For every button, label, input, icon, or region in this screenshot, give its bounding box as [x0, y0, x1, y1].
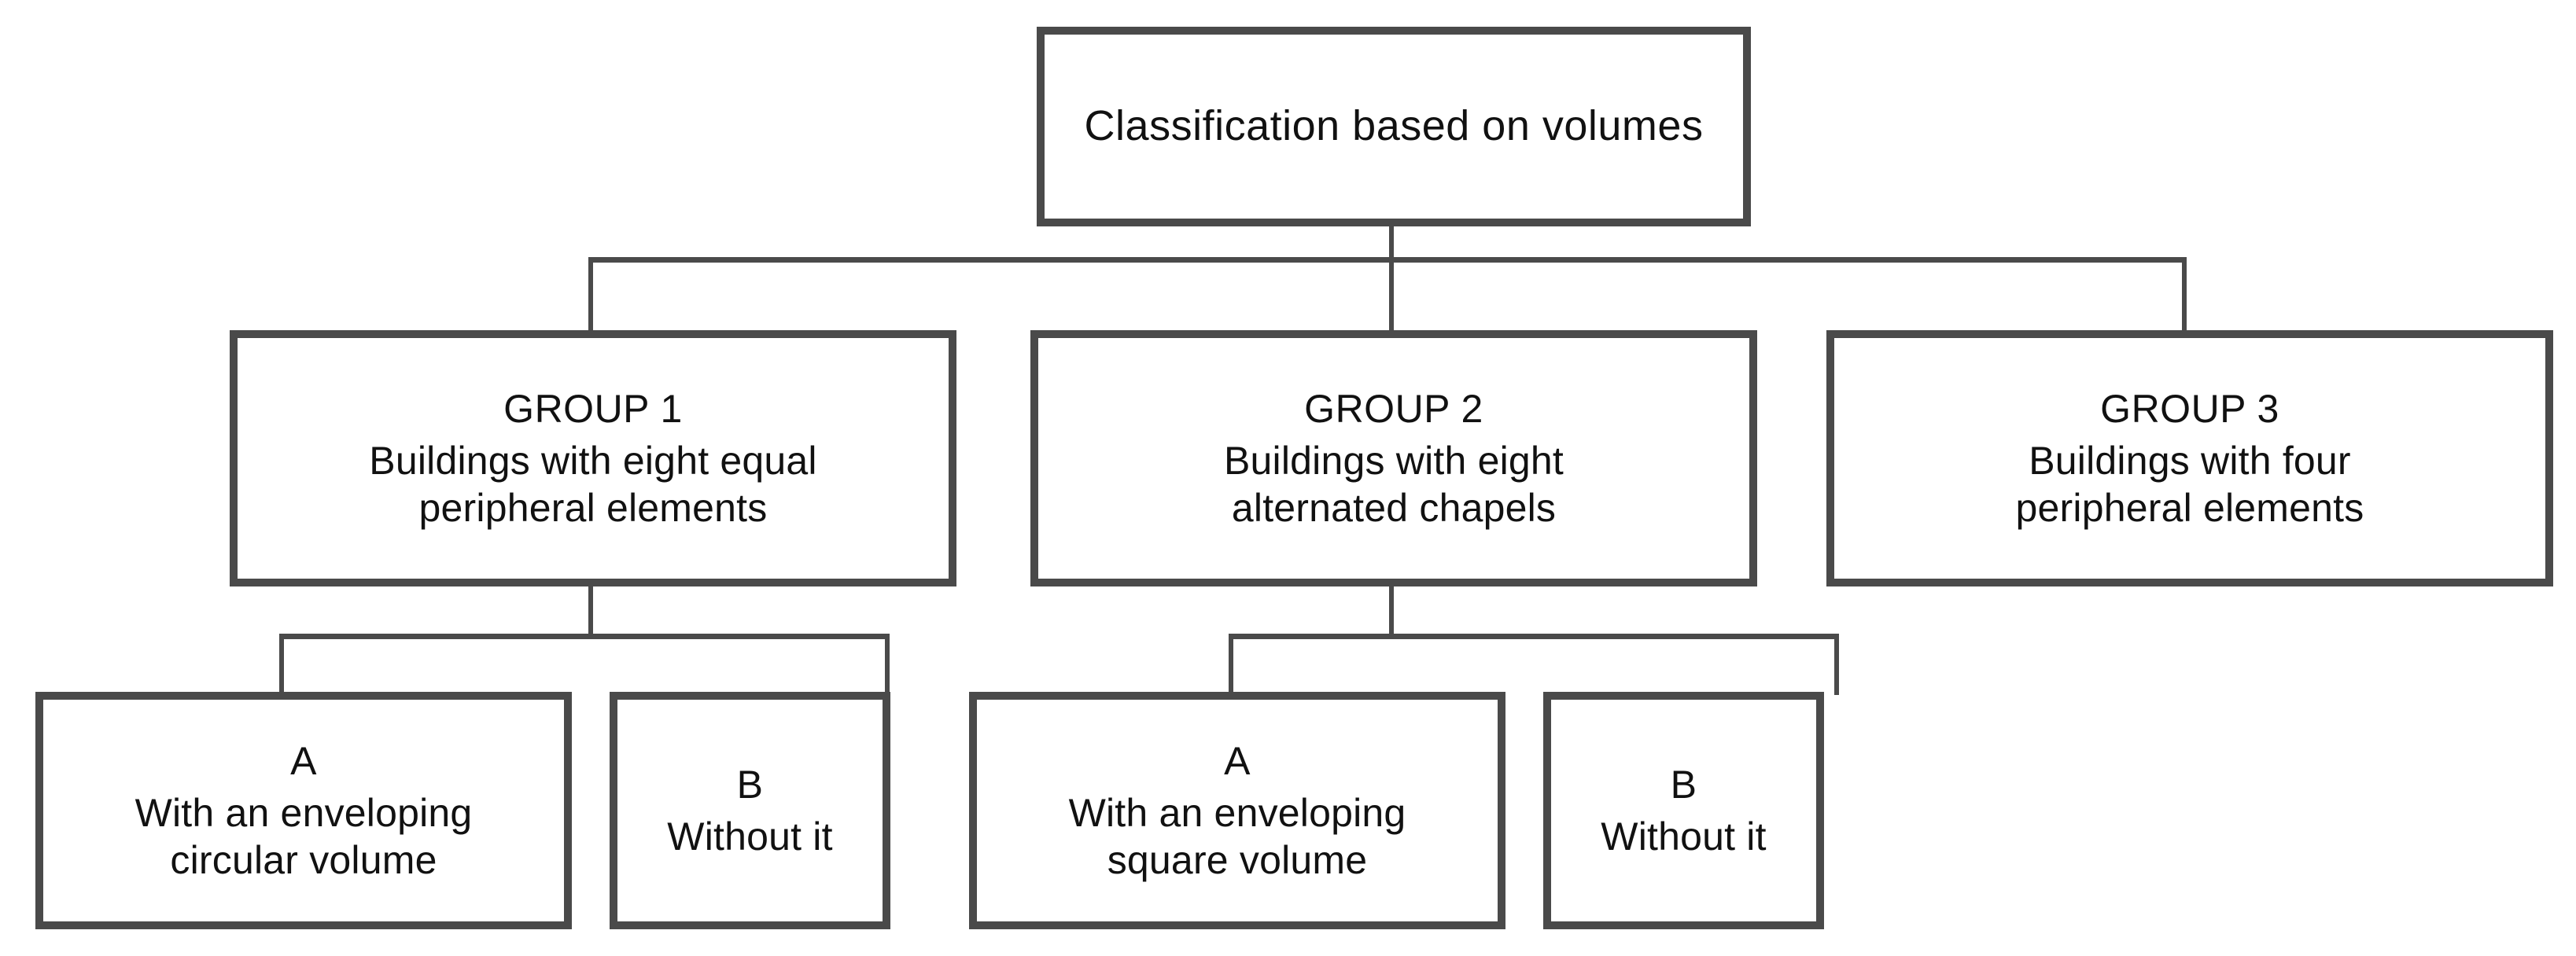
node-group-2-desc-line-2: alternated chapels — [1231, 486, 1557, 530]
node-group-2-b-title: B — [1670, 763, 1697, 807]
edge-to-group-2-a — [1229, 634, 1233, 695]
node-group-1-a[interactable]: A With an enveloping circular volume — [35, 692, 572, 929]
node-group-1-a-desc-line-1: With an enveloping — [135, 791, 473, 835]
node-group-2-b-desc-line-1: Without it — [1601, 814, 1767, 859]
node-group-1-b-title: B — [736, 763, 764, 807]
node-root[interactable]: Classification based on volumes — [1037, 27, 1751, 226]
node-group-2-desc-line-1: Buildings with eight — [1223, 439, 1564, 483]
edge-to-group-2-b — [1834, 634, 1839, 695]
node-root-title: Classification based on volumes — [1084, 102, 1704, 150]
node-group-1-title: GROUP 1 — [503, 387, 683, 431]
node-group-2-b[interactable]: B Without it — [1543, 692, 1824, 929]
node-group-2-a-desc-line-1: With an enveloping — [1068, 791, 1406, 835]
node-group-3-title: GROUP 3 — [2100, 387, 2279, 431]
node-group-1[interactable]: GROUP 1 Buildings with eight equal perip… — [230, 330, 956, 586]
edge-to-group-3 — [2182, 257, 2187, 332]
edge-group-1-stem — [588, 586, 593, 638]
node-group-2[interactable]: GROUP 2 Buildings with eight alternated … — [1030, 330, 1757, 586]
node-group-1-b-desc-line-1: Without it — [667, 814, 833, 859]
node-group-2-title: GROUP 2 — [1304, 387, 1483, 431]
edge-to-group-1-b — [885, 634, 890, 695]
node-group-3[interactable]: GROUP 3 Buildings with four peripheral e… — [1826, 330, 2553, 586]
edge-to-group-2 — [1389, 257, 1394, 332]
edge-group-1-bus — [279, 634, 890, 639]
edge-level1-bus — [588, 257, 2187, 263]
node-group-2-a-title: A — [1224, 739, 1251, 783]
edge-group-2-stem — [1389, 586, 1394, 638]
edge-to-group-1 — [588, 257, 593, 332]
node-group-3-desc-line-1: Buildings with four — [2029, 439, 2351, 483]
node-group-1-desc-line-1: Buildings with eight equal — [369, 439, 817, 483]
node-group-1-b[interactable]: B Without it — [610, 692, 890, 929]
edge-group-2-bus — [1229, 634, 1839, 639]
node-group-1-desc-line-2: peripheral elements — [418, 486, 768, 530]
node-group-1-a-desc-line-2: circular volume — [170, 838, 437, 882]
edge-root-stem — [1389, 226, 1394, 259]
node-group-2-a[interactable]: A With an enveloping square volume — [969, 692, 1505, 929]
node-group-1-a-title: A — [290, 739, 317, 783]
node-group-2-a-desc-line-2: square volume — [1107, 838, 1368, 882]
node-group-3-desc-line-2: peripheral elements — [2015, 486, 2364, 530]
edge-to-group-1-a — [279, 634, 284, 695]
